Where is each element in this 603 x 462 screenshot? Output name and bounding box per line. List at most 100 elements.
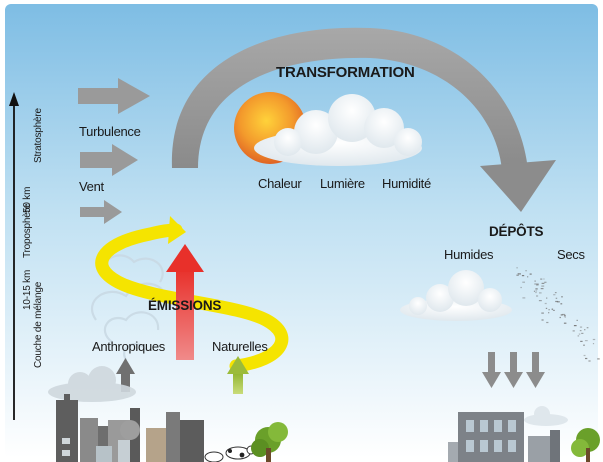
dry-particle — [518, 273, 521, 275]
dry-particle — [536, 295, 539, 297]
dry-particle — [580, 340, 583, 342]
natural-label: Naturelles — [212, 339, 268, 354]
dry-particle — [578, 333, 581, 335]
dry-particle — [534, 280, 536, 282]
dry-particle — [529, 273, 532, 275]
dry-particle — [583, 354, 586, 357]
dry-particle — [560, 303, 563, 305]
dry-particle — [553, 294, 556, 296]
tree-icon — [251, 422, 288, 462]
factor-humidity-label: Humidité — [382, 176, 431, 191]
red-rising-arrow-icon — [166, 244, 204, 360]
dry-particle — [548, 312, 550, 314]
dry-particle — [540, 288, 544, 290]
transformation-cloud-icon — [254, 94, 422, 166]
small-cloud-right-icon — [524, 406, 568, 426]
dry-particle — [516, 267, 518, 269]
dry-particle — [588, 360, 591, 362]
wind-arrow-icon — [80, 144, 138, 176]
anthropogenic-arrow-icon — [116, 358, 135, 392]
dry-particle — [545, 307, 548, 309]
dry-particle — [541, 312, 544, 314]
turbulence-arrow-icon — [78, 78, 150, 114]
dry-particle — [597, 358, 600, 360]
transformation-arc-arrow — [171, 27, 556, 212]
city-buildings-icon — [448, 412, 560, 462]
factory-buildings-icon — [56, 394, 204, 462]
emissions-title: ÉMISSIONS — [148, 298, 222, 313]
dry-particle — [540, 278, 543, 280]
dry-particle — [544, 302, 547, 305]
dry-particle — [563, 322, 567, 324]
dry-particle — [541, 319, 544, 321]
dry-particle — [579, 330, 582, 332]
dry-particle — [563, 315, 566, 317]
dry-particle — [544, 281, 547, 283]
troposphere-label: Troposphère — [22, 203, 33, 258]
dry-particle — [554, 292, 557, 294]
wet-deposit-arrows-icon — [482, 352, 545, 388]
dry-particle — [556, 301, 560, 303]
dry-particle — [533, 290, 535, 292]
dry-particle — [592, 338, 596, 341]
dry-particle — [559, 316, 561, 319]
dry-particle — [527, 276, 529, 278]
dry-particle — [551, 308, 554, 310]
transformation-title: TRANSFORMATION — [276, 64, 415, 81]
dry-particle — [541, 285, 545, 287]
dry-particle — [525, 270, 527, 272]
stratosphere-label: Stratosphère — [33, 108, 44, 163]
dry-particle — [555, 300, 558, 303]
dry-particle — [584, 340, 588, 342]
dry-particle — [586, 327, 589, 329]
wet-deposits-label: Humides — [444, 247, 494, 262]
dry-particle — [573, 325, 577, 327]
dry-particle — [579, 326, 583, 328]
dry-particle — [560, 314, 563, 316]
dry-particle — [546, 297, 548, 299]
dry-particle — [583, 344, 585, 346]
dry-deposits-label: Secs — [557, 247, 585, 262]
dry-particle — [536, 284, 539, 286]
emission-spiral-icon — [95, 216, 289, 373]
dry-particle — [548, 309, 550, 311]
dry-particle — [576, 319, 578, 321]
dry-particle — [541, 282, 545, 284]
mixing-layer-label: Couche de mélange — [33, 281, 44, 368]
dry-particle — [546, 321, 549, 324]
emission-smoke-icon — [90, 254, 168, 361]
deposit-cloud-icon — [400, 270, 512, 321]
tree-right-icon — [571, 428, 600, 462]
factor-heat-label: Chaleur — [258, 176, 302, 191]
dry-particle — [564, 316, 566, 318]
dry-particle — [538, 300, 542, 302]
dry-particle — [535, 291, 537, 294]
wind-label: Vent — [79, 179, 104, 194]
dry-particle — [539, 292, 542, 294]
dry-particle — [535, 288, 538, 290]
dry-particle — [552, 309, 555, 311]
dry-particle — [592, 343, 595, 345]
dry-particle — [572, 330, 575, 332]
small-wind-arrow-icon — [80, 200, 122, 224]
altitude-axis-arrow — [9, 92, 19, 420]
dry-particle — [584, 329, 586, 331]
dry-particle — [521, 275, 525, 277]
dry-particle — [537, 283, 539, 285]
sky-background — [5, 4, 598, 458]
dry-particle — [555, 297, 558, 299]
natural-arrow-icon — [227, 356, 249, 394]
dry-particle — [522, 297, 526, 299]
dry-particle — [577, 335, 580, 337]
anthropogenic-label: Anthropiques — [92, 339, 166, 354]
cow-icon — [204, 445, 256, 462]
dry-particle — [534, 283, 538, 285]
dry-particle — [562, 313, 566, 316]
deposits-title: DÉPÔTS — [489, 224, 544, 239]
dry-particle — [522, 281, 525, 283]
dry-particle — [543, 278, 545, 280]
dry-particle — [585, 357, 588, 360]
dry-particle — [520, 286, 522, 289]
